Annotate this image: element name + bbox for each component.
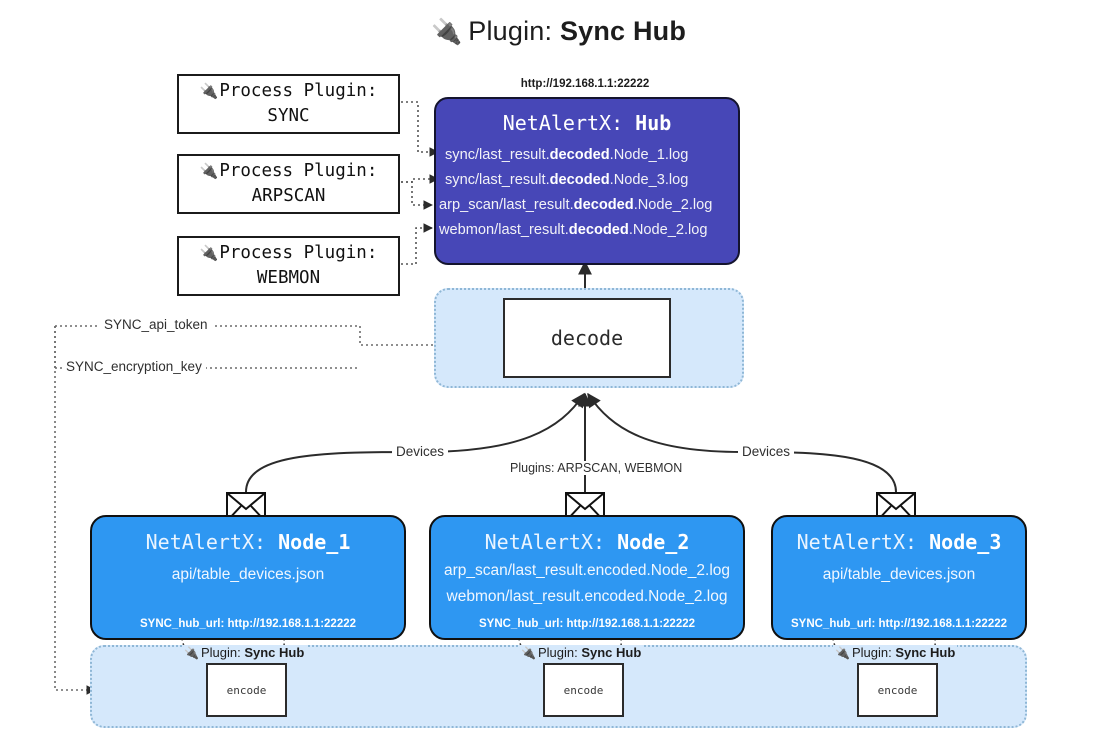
encode-plugin-tag: 🔌Plugin: Sync Hub [519,645,644,660]
devices-label-left: Devices [392,444,449,459]
sync-encryption-key-label: SYNC_encryption_key [62,359,206,374]
title-prefix: Plugin: [468,16,553,46]
plug-icon: 🔌 [430,18,463,46]
node-title: NetAlertX: Node_1 [145,530,351,554]
plug-icon: 🔌 [521,646,536,660]
process-plugin-arpscan[interactable]: 🔌Process Plugin: ARPSCAN [177,154,400,214]
plug-icon: 🔌 [199,245,219,263]
sync-api-token-label: SYNC_api_token [100,317,212,332]
hub-logline: sync/last_result.decoded.Node_3.log [445,172,689,189]
node-line: webmon/last_result.encoded.Node_2.log [446,588,728,605]
node-box-node-3[interactable]: NetAlertX: Node_3 api/table_devices.json… [771,515,1027,640]
decode-label: decode [550,326,624,350]
node-footer: SYNC_hub_url: http://192.168.1.1:22222 [478,618,696,630]
node-box-node-2[interactable]: NetAlertX: Node_2 arp_scan/last_result.e… [429,515,745,640]
encode-box-node-2[interactable]: encode [543,663,624,717]
encode-label: encode [226,683,267,697]
hub-logline: sync/last_result.decoded.Node_1.log [445,147,689,163]
process-plugin-name: SYNC [267,106,310,126]
hub-title: NetAlertX: Hub [436,111,738,135]
hub-title-name: Hub [635,111,672,135]
process-plugin-webmon[interactable]: 🔌Process Plugin: WEBMON [177,236,400,296]
devices-label-right: Devices [738,444,795,459]
node-line: arp_scan/last_result.encoded.Node_2.log [443,562,731,579]
hub-box[interactable]: NetAlertX: Hub sync/last_result.decoded.… [434,97,740,265]
node-title: NetAlertX: Node_2 [484,530,690,554]
hub-logline: arp_scan/last_result.decoded.Node_2.log [439,197,713,214]
node-footer: SYNC_hub_url: http://192.168.1.1:22222 [139,618,357,630]
process-plugin-label: Process Plugin: [219,161,378,182]
plug-icon: 🔌 [199,83,219,101]
encode-label: encode [877,683,918,697]
plug-icon: 🔌 [199,163,219,181]
encode-box-node-3[interactable]: encode [857,663,938,717]
plug-icon: 🔌 [184,646,199,660]
plug-icon: 🔌 [835,646,850,660]
node-line: api/table_devices.json [171,566,325,583]
page-title: 🔌Plugin: Sync Hub [0,16,1117,47]
encode-label: encode [563,683,604,697]
process-plugin-name: ARPSCAN [251,186,326,206]
process-plugin-sync[interactable]: 🔌Process Plugin: SYNC [177,74,400,134]
process-plugin-label: Process Plugin: [219,81,378,102]
decode-box[interactable]: decode [503,298,671,378]
process-plugin-name: WEBMON [256,268,321,288]
title-name: Sync Hub [559,16,687,46]
hub-title-prefix: NetAlertX: [502,111,624,135]
encode-plugin-tag: 🔌Plugin: Sync Hub [182,645,307,660]
hub-logline: webmon/last_result.decoded.Node_2.log [439,222,708,239]
encode-box-node-1[interactable]: encode [206,663,287,717]
plugins-label-center: Plugins: ARPSCAN, WEBMON [506,461,687,475]
node-box-node-1[interactable]: NetAlertX: Node_1 api/table_devices.json… [90,515,406,640]
node-title: NetAlertX: Node_3 [796,530,1002,554]
process-plugin-label: Process Plugin: [219,243,378,264]
node-footer: SYNC_hub_url: http://192.168.1.1:22222 [790,618,1008,630]
node-line: api/table_devices.json [822,566,976,583]
hub-url-label: http://192.168.1.1:22222 [520,78,650,90]
encode-plugin-tag: 🔌Plugin: Sync Hub [833,645,958,660]
